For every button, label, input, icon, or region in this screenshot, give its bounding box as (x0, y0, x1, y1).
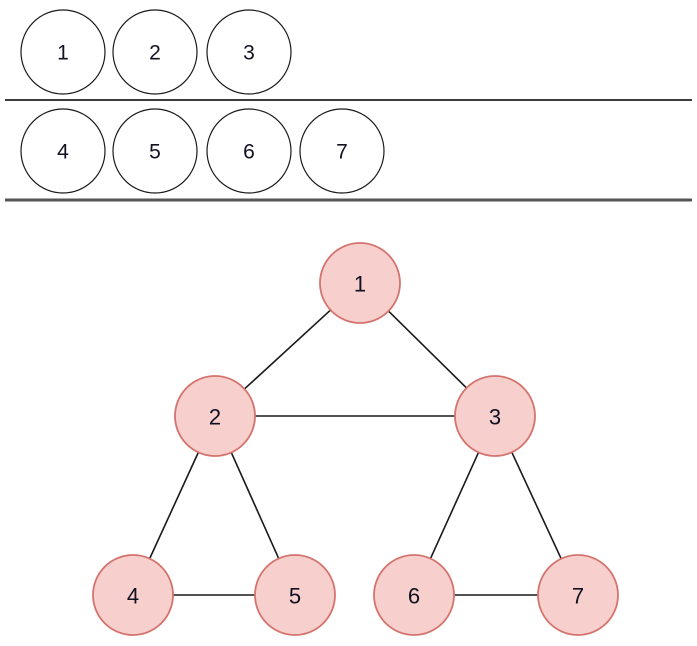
tree-node-circle (537, 554, 619, 636)
tree-node-label: 7 (572, 584, 584, 609)
queue-item[interactable]: 4 (20, 108, 106, 194)
tree-edge-3-6 (429, 451, 480, 560)
tree-node-circle (454, 375, 536, 457)
tree-node-circle (92, 554, 174, 636)
queue-item-circle (20, 9, 106, 95)
tree-node-circle (319, 242, 401, 324)
queue-item-label: 4 (57, 141, 69, 164)
queue-item-circle (299, 108, 385, 194)
queue-item[interactable]: 1 (20, 9, 106, 95)
queue-item-circle (112, 9, 198, 95)
tree-edge-3-7 (511, 451, 562, 560)
divider-group (5, 99, 692, 202)
queue-item[interactable]: 6 (206, 108, 292, 194)
tree-node-circle (174, 375, 256, 457)
tree-node-label: 2 (209, 405, 221, 430)
tree-node-circle (254, 554, 336, 636)
queue-item-label: 5 (149, 141, 161, 164)
queue-item-circle (206, 9, 292, 95)
tree-node-4[interactable]: 4 (92, 554, 174, 636)
tree-node-label: 1 (354, 272, 366, 297)
queue-item-label: 1 (57, 42, 69, 65)
queue-item-circle (206, 108, 292, 194)
tree-edges-group (148, 309, 562, 596)
tree-node-1[interactable]: 1 (319, 242, 401, 324)
tree-node-5[interactable]: 5 (254, 554, 336, 636)
queue-item-label: 2 (149, 42, 161, 65)
queue-item-label: 7 (336, 141, 348, 164)
queue-item-label: 3 (243, 42, 255, 65)
tree-node-label: 5 (289, 584, 301, 609)
tree-node-label: 4 (127, 584, 139, 609)
queue-item[interactable]: 5 (112, 108, 198, 194)
queue-item-circle (20, 108, 106, 194)
tree-node-label: 3 (489, 405, 501, 430)
tree-node-6[interactable]: 6 (373, 554, 455, 636)
queue-rows-group: 1 2 3 4 5 6 7 (20, 9, 385, 194)
tree-node-7[interactable]: 7 (537, 554, 619, 636)
queue-item-circle (112, 108, 198, 194)
tree-node-2[interactable]: 2 (174, 375, 256, 457)
tree-edge-1-2 (243, 309, 332, 390)
tree-nodes-group: 1 2 3 4 5 6 7 (92, 242, 619, 636)
tree-edge-2-5 (230, 451, 280, 560)
queue-item[interactable]: 2 (112, 9, 198, 95)
queue-item-label: 6 (243, 141, 255, 164)
tree-edge-1-3 (387, 310, 468, 389)
level-row-2: 4 5 6 7 (20, 108, 385, 194)
level-row-1: 1 2 3 (20, 9, 292, 95)
queue-item[interactable]: 3 (206, 9, 292, 95)
tree-edge-2-4 (148, 451, 200, 560)
queue-item[interactable]: 7 (299, 108, 385, 194)
tree-node-circle (373, 554, 455, 636)
tree-node-label: 6 (408, 584, 420, 609)
tree-node-3[interactable]: 3 (454, 375, 536, 457)
